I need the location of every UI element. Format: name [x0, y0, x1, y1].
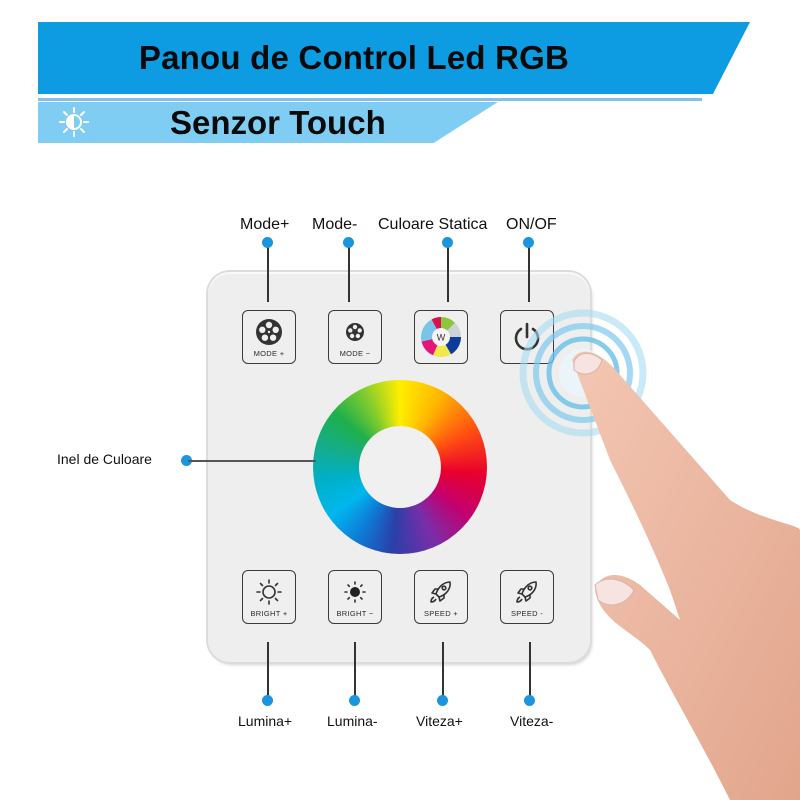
callout-dot — [262, 695, 273, 706]
callout-label-brightness-down: Lumina- — [327, 713, 378, 729]
callout-line — [442, 642, 444, 697]
callout-line — [267, 244, 269, 302]
callout-line — [267, 642, 269, 697]
button-label: SPEED + — [424, 609, 458, 618]
button-label: SPEED - — [510, 609, 544, 618]
callout-dot — [524, 695, 535, 706]
callout-label-mode-minus: Mode- — [312, 216, 358, 233]
callout-line — [528, 244, 530, 302]
callout-line — [447, 244, 449, 302]
callout-label-on-off: ON/OF — [506, 216, 557, 233]
callout-label-speed-down: Viteza- — [510, 713, 554, 729]
callout-dot — [181, 455, 192, 466]
rocket-icon — [430, 581, 451, 603]
callout-label-color-ring: Inel de Culoare — [57, 451, 152, 467]
button-label: BRIGHT + — [250, 609, 288, 618]
callout-dot — [442, 237, 453, 248]
sun-outline-icon — [256, 579, 282, 605]
callout-line — [354, 642, 356, 697]
rocket-icon — [516, 581, 537, 603]
bright-plus-button[interactable]: BRIGHT + — [242, 570, 296, 624]
callout-dot — [262, 237, 273, 248]
page-title: Panou de Control Led RGB — [138, 39, 570, 76]
sun-filled-icon — [344, 581, 366, 603]
brightness-sun-icon — [59, 107, 89, 137]
speed-minus-button[interactable]: SPEED - — [500, 570, 554, 624]
callout-label-speed-up: Viteza+ — [416, 713, 463, 729]
callout-line — [188, 460, 316, 462]
subtitle: Senzor Touch — [170, 103, 386, 141]
button-label: BRIGHT − — [336, 609, 374, 618]
color-wheel-icon: W — [421, 317, 461, 357]
bright-minus-button[interactable]: BRIGHT − — [328, 570, 382, 624]
callout-line — [529, 642, 531, 697]
callout-dot — [523, 237, 534, 248]
header-banner — [38, 22, 750, 94]
film-reel-icon — [256, 319, 282, 345]
callout-line — [348, 244, 350, 302]
button-label: MODE − — [339, 349, 371, 358]
callout-label-mode-plus: Mode+ — [240, 216, 290, 233]
w-text: W — [437, 333, 446, 343]
callout-label-brightness-up: Lumina+ — [238, 713, 293, 729]
callout-dot — [349, 695, 360, 706]
hand-pointing-icon — [572, 351, 800, 800]
static-color-button[interactable]: W — [414, 310, 468, 364]
callout-dot — [343, 237, 354, 248]
speed-plus-button[interactable]: SPEED + — [414, 570, 468, 624]
mode-plus-button[interactable]: MODE + — [242, 310, 296, 364]
film-reel-small-icon — [346, 323, 364, 341]
header-divider — [38, 98, 702, 101]
mode-minus-button[interactable]: MODE − — [328, 310, 382, 364]
subheader-banner — [38, 102, 498, 143]
callout-label-static-color: Culoare Statica — [378, 216, 488, 233]
callout-dot — [437, 695, 448, 706]
color-ring-center — [359, 426, 441, 508]
button-label: MODE + — [253, 349, 285, 358]
